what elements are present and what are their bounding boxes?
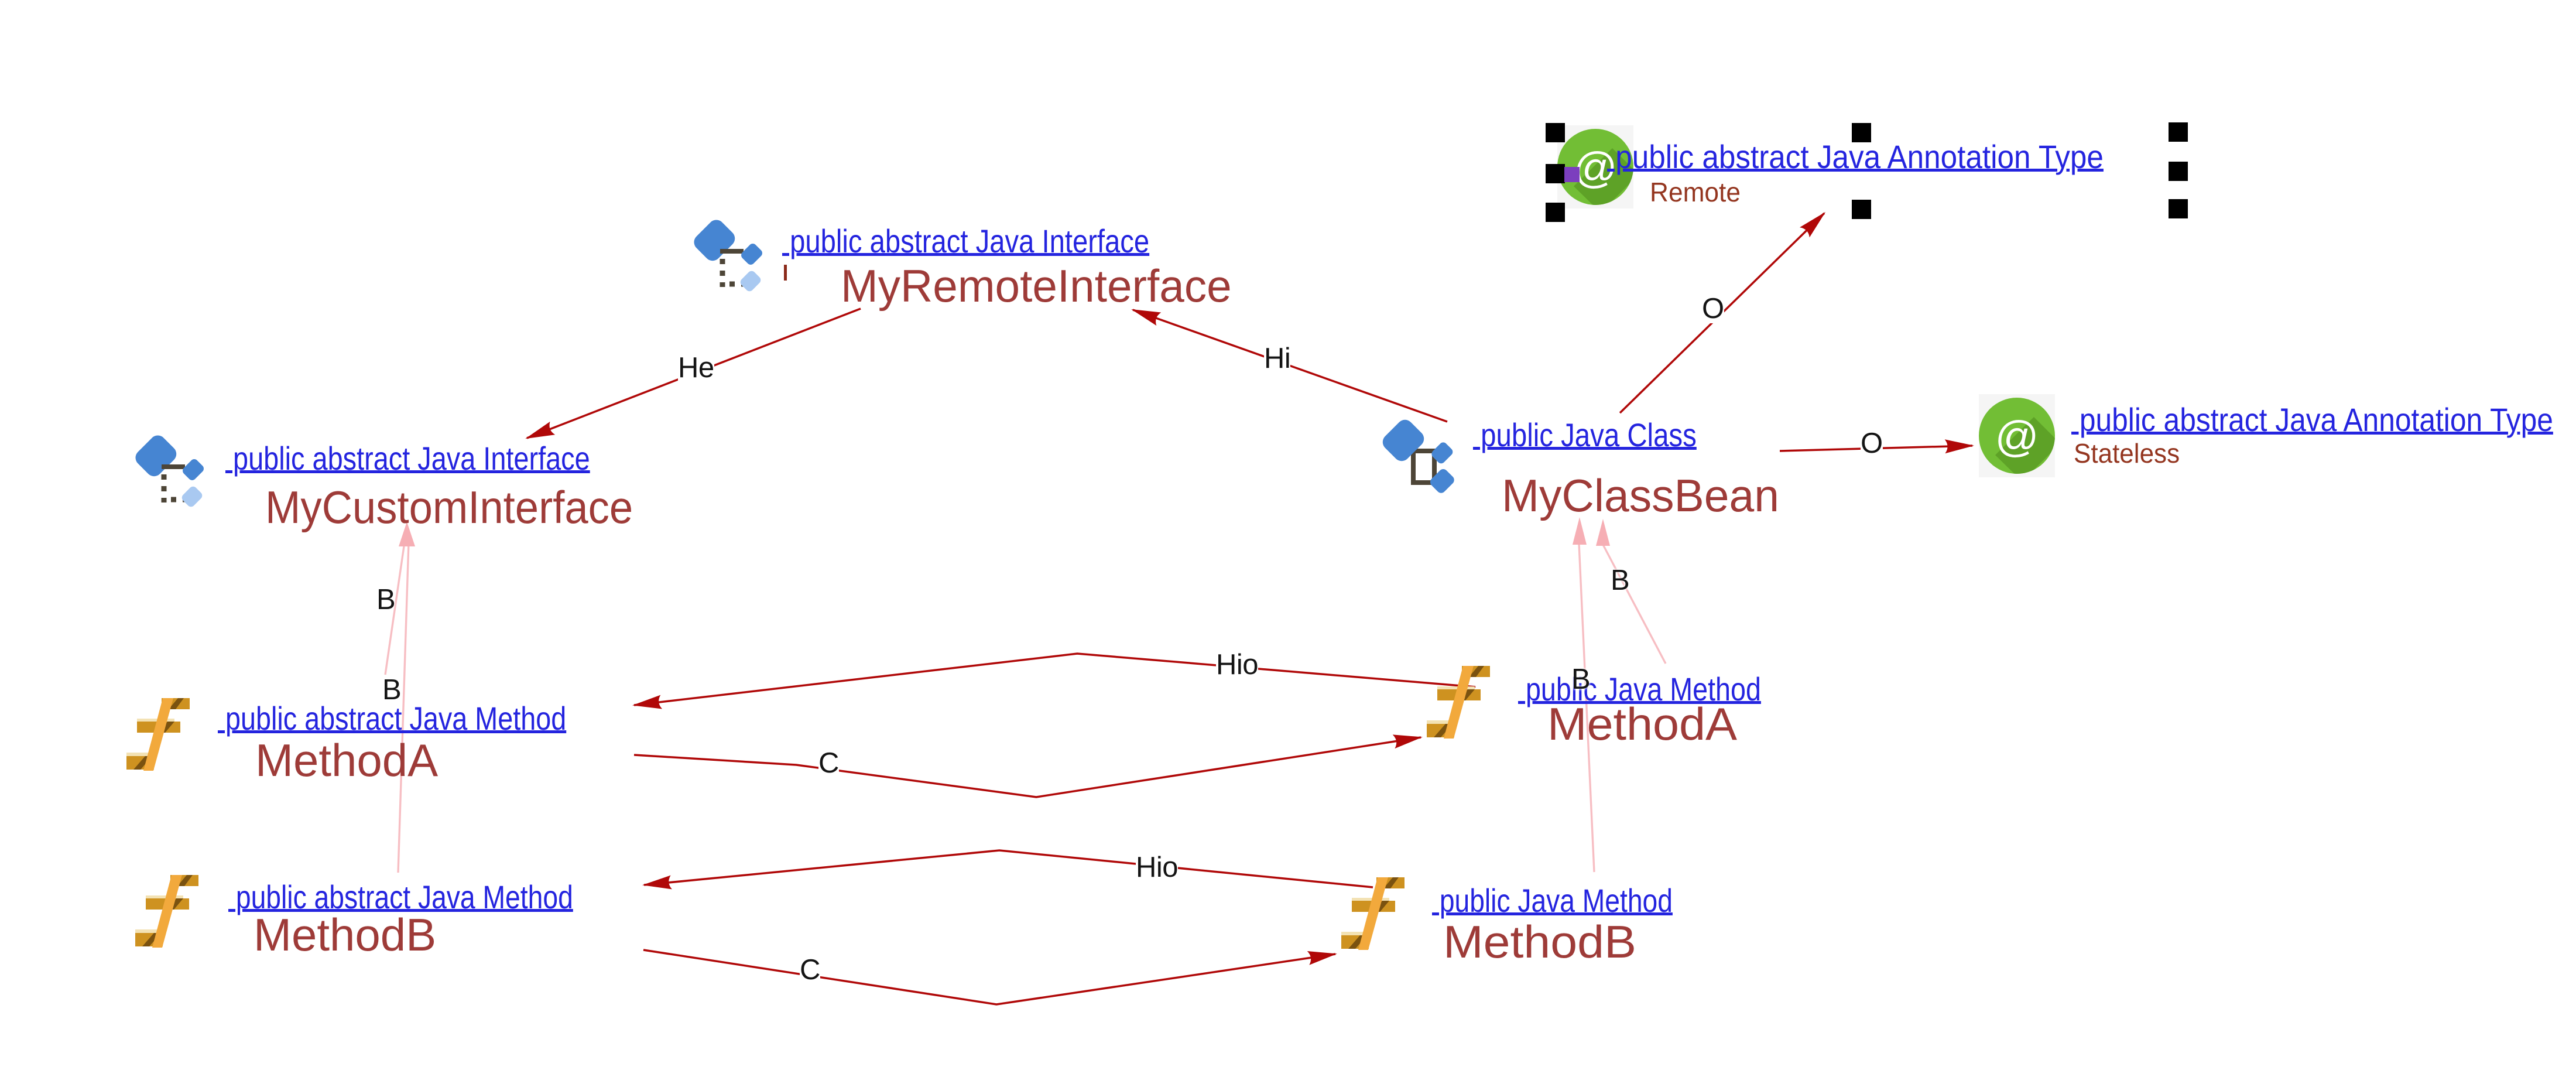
svg-text:@: @ <box>1995 412 2039 461</box>
svg-text:@: @ <box>1573 143 1617 192</box>
